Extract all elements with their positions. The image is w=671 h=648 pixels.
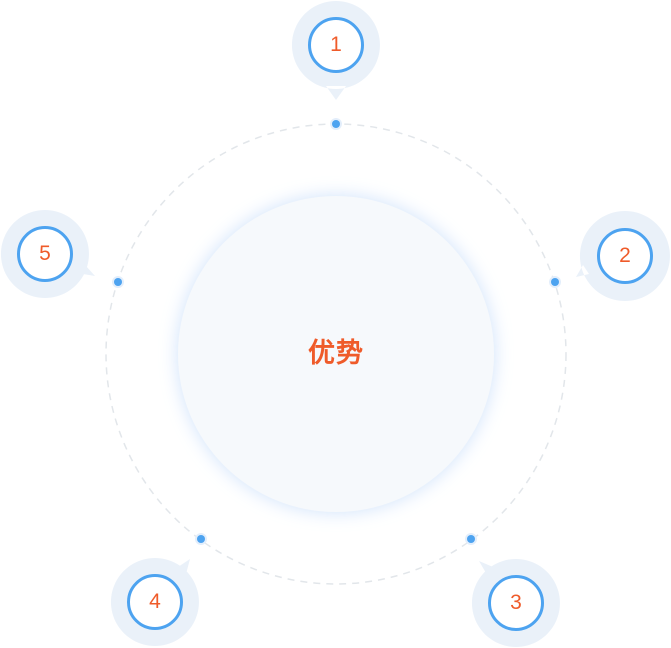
badge-number-5: 5 xyxy=(39,242,51,265)
badge-number-3: 3 xyxy=(510,591,522,614)
bubble-2 xyxy=(576,211,670,301)
orbit-dot-1 xyxy=(330,118,342,130)
orbit-dot-4 xyxy=(195,533,207,545)
badge-number-2: 2 xyxy=(619,244,631,267)
badge-number-4: 4 xyxy=(149,590,161,613)
bubble-3 xyxy=(471,559,560,647)
center-core xyxy=(178,196,494,512)
orbit-dot-3 xyxy=(465,533,477,545)
bubble-5-ring xyxy=(17,226,73,282)
orbit-dot-5 xyxy=(112,276,124,288)
bubble-2-ring xyxy=(597,228,653,284)
bubble-5 xyxy=(0,210,95,298)
orbit-dots xyxy=(112,118,561,545)
bubble-1-ring xyxy=(308,17,364,73)
bubble-3-ring xyxy=(488,575,544,631)
orbit-dot-2 xyxy=(549,276,561,288)
bubble-1 xyxy=(291,1,380,100)
badge-number-1: 1 xyxy=(330,33,342,56)
bubble-4 xyxy=(110,558,199,646)
bubble-4-ring xyxy=(127,574,183,630)
center-title: 优势 xyxy=(308,338,364,369)
